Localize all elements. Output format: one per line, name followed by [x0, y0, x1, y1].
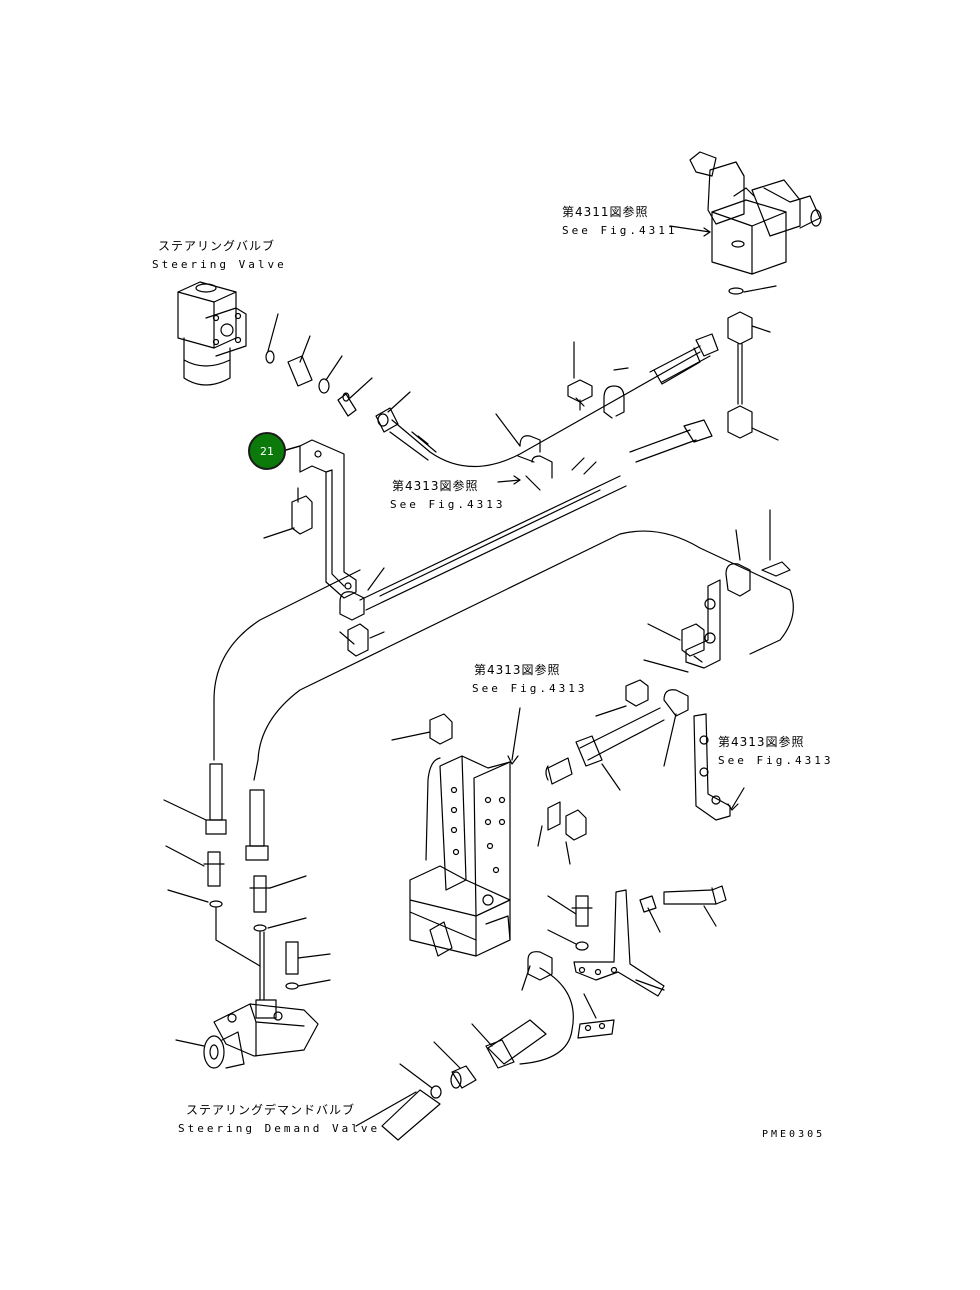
- lower-fittings: [163, 763, 331, 1001]
- demand-valve-label-jp: ステアリングデマンドバルブ: [186, 1103, 356, 1117]
- fig4311-label-en: See Fig.4311: [562, 224, 678, 237]
- solenoid-valve: [669, 151, 822, 275]
- fig4311-label-jp: 第4311図参照: [562, 205, 649, 219]
- drawing-code: PME0305: [762, 1129, 826, 1140]
- right-brackets: [545, 509, 791, 821]
- demand-valve-label-en: Steering Demand Valve: [178, 1122, 381, 1135]
- fig4313-label-b-jp: 第4313図参照: [474, 663, 561, 677]
- callout-marker-21[interactable]: 21: [248, 432, 286, 470]
- centre-bracket: [391, 707, 587, 957]
- fig4313-label-c-en: See Fig.4313: [718, 754, 834, 767]
- valve-fittings-row: [265, 313, 701, 468]
- lower-right-parts: [355, 885, 727, 1141]
- fig4313-label-a-en: See Fig.4313: [390, 498, 506, 511]
- upper-clips: [495, 341, 629, 491]
- steering-valve-label-en: Steering Valve: [152, 258, 287, 271]
- steering-valve: [177, 281, 247, 386]
- fig4313-label-b-en: See Fig.4313: [472, 682, 588, 695]
- fig4313-label-c-jp: 第4313図参照: [718, 735, 805, 749]
- tee-fittings: [629, 285, 779, 463]
- fig4313-label-a-jp: 第4313図参照: [392, 479, 479, 493]
- long-pipes: [213, 475, 794, 781]
- callout-leader: [285, 445, 301, 451]
- steering-valve-label-jp: ステアリングバルブ: [158, 239, 276, 253]
- steering-demand-valve: [175, 999, 319, 1069]
- bracket-21: [263, 439, 357, 599]
